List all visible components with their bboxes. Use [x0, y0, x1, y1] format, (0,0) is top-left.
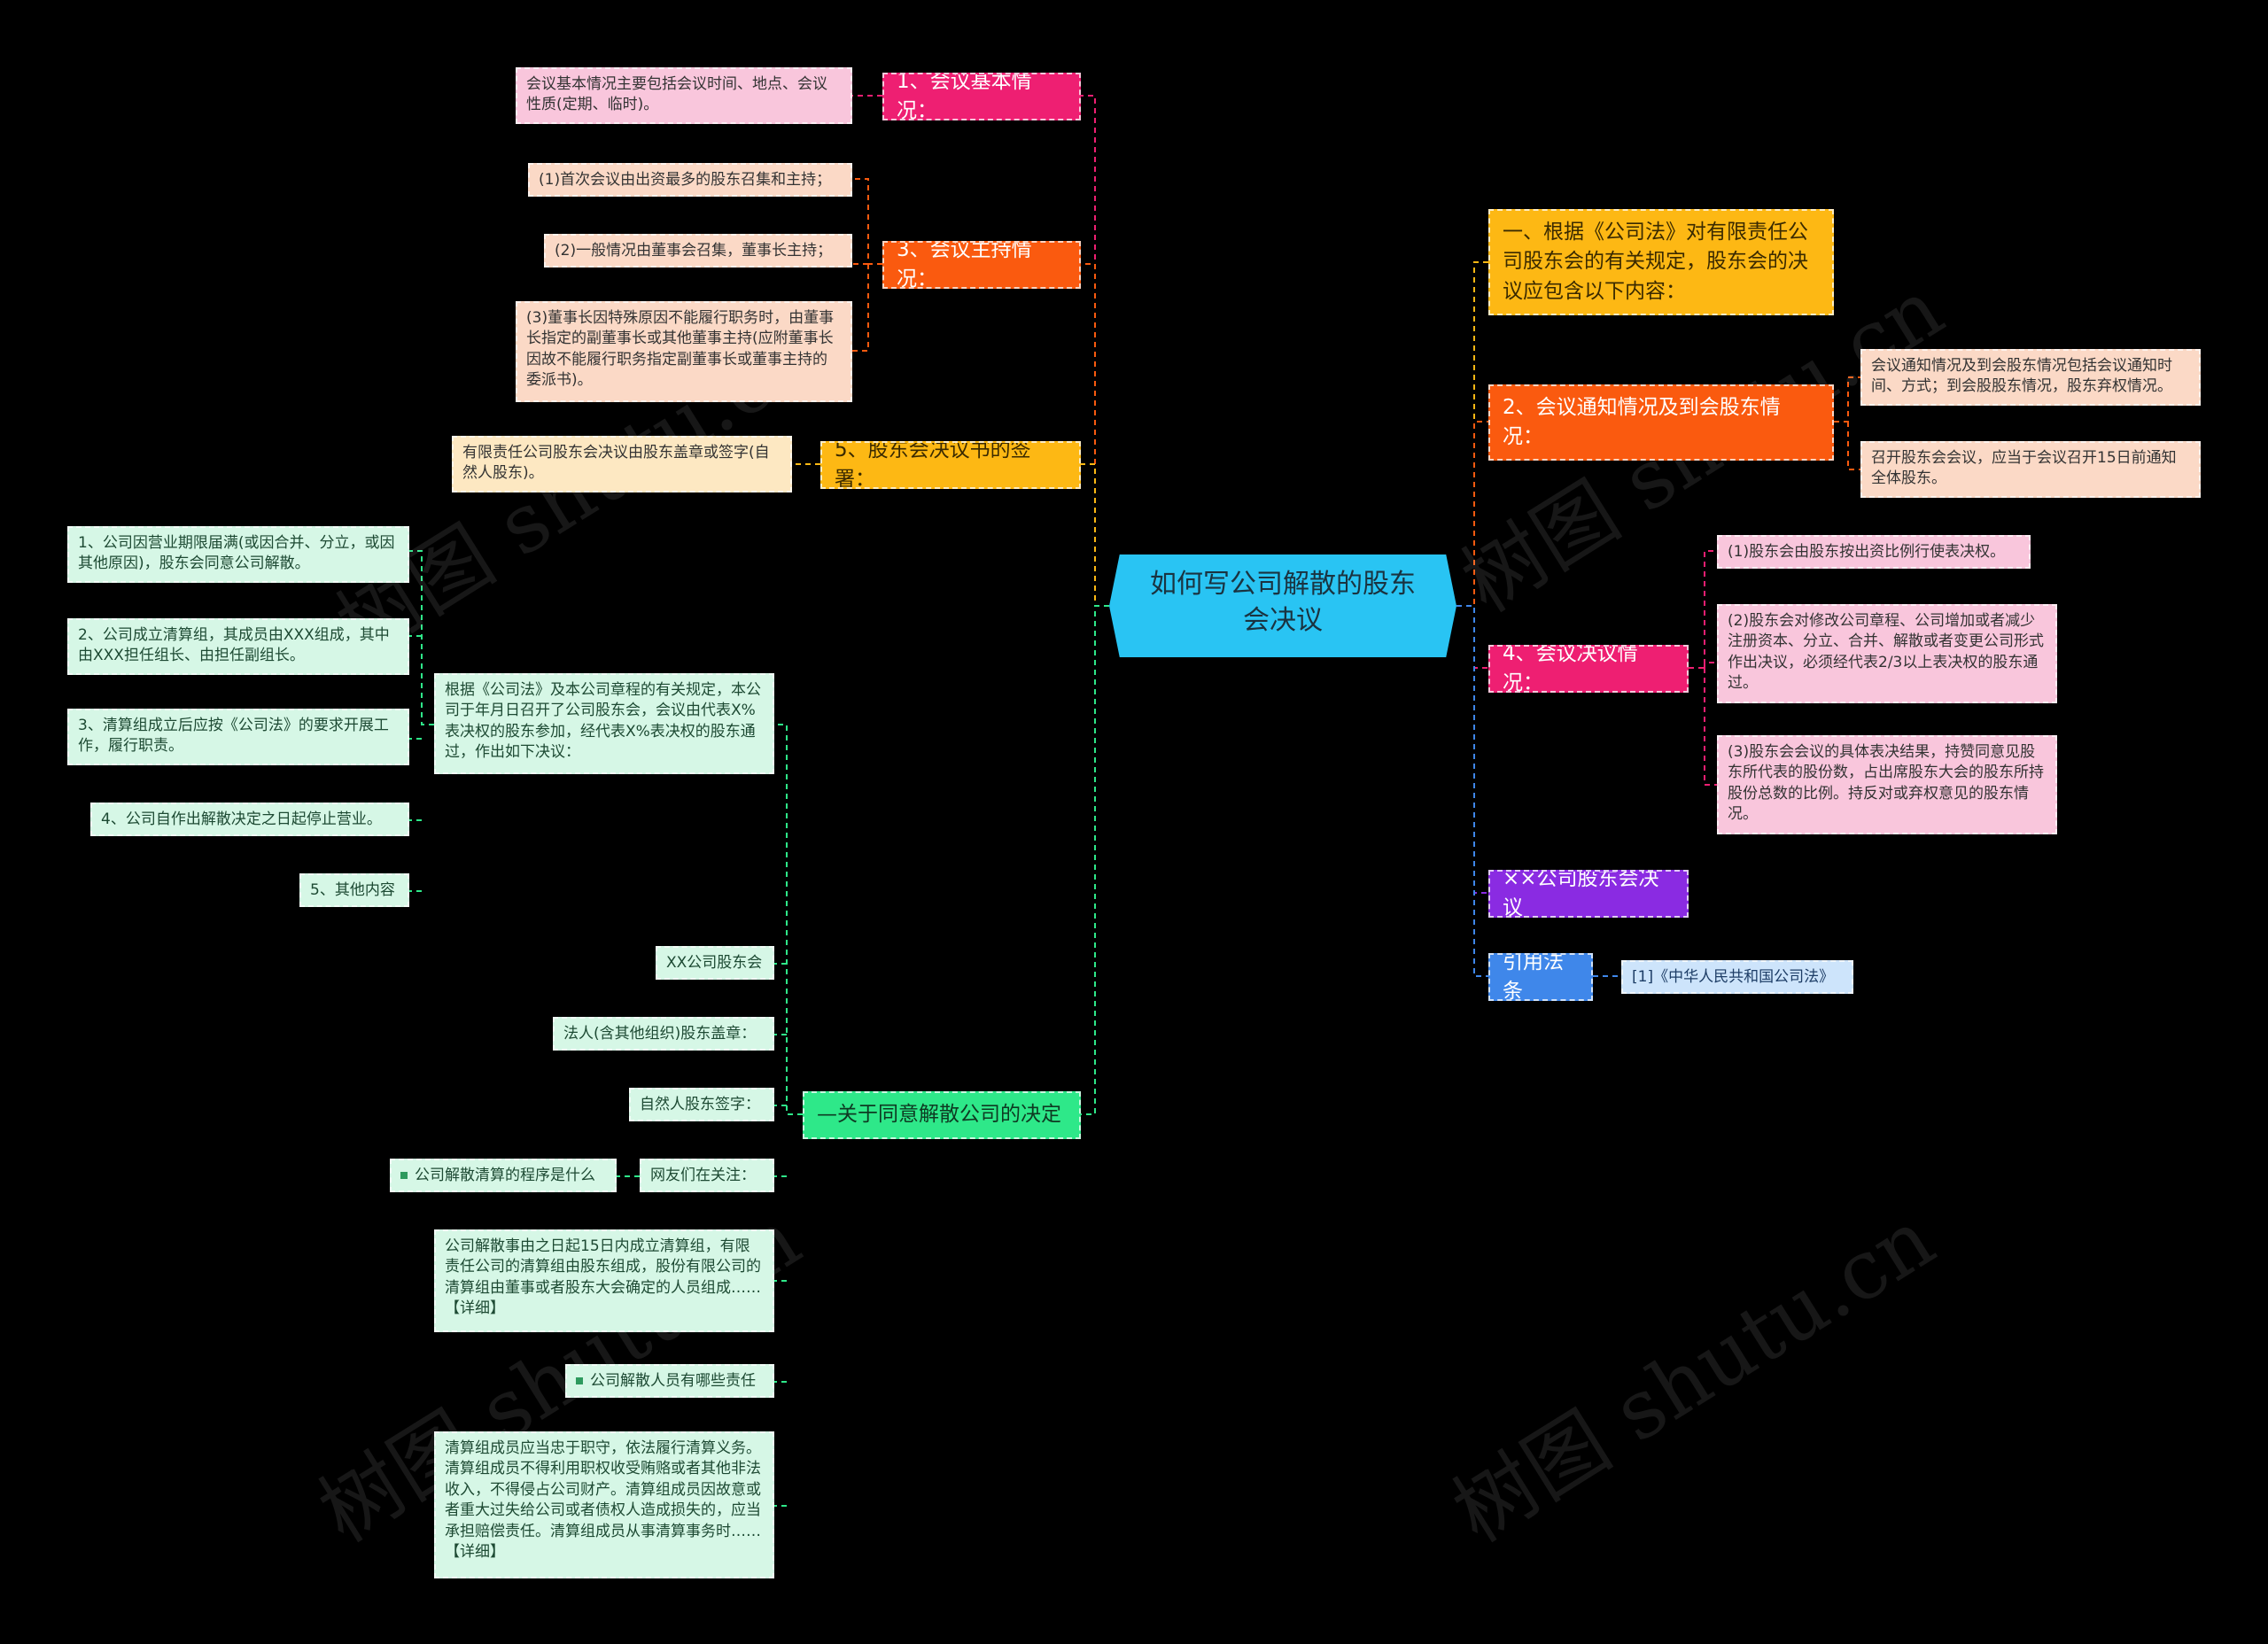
signature-natural-person[interactable]: 自然人股东签字： [629, 1088, 774, 1121]
leaf-notice-1[interactable]: 会议通知情况及到会股东情况包括会议通知时间、方式；到会股股东情况，股东弃权情况。 [1860, 349, 2201, 406]
signature-company[interactable]: XX公司股东会 [656, 946, 774, 980]
related-link-dissolution-responsibility[interactable]: 公司解散人员有哪些责任 [565, 1364, 774, 1398]
leaf-basic-info[interactable]: 会议基本情况主要包括会议时间、地点、会议性质(定期、临时)。 [516, 67, 852, 124]
leaf-host-1[interactable]: (1)首次会议由出资最多的股东召集和主持； [528, 163, 852, 197]
decision-intro[interactable]: 根据《公司法》及本公司章程的有关规定，本公司于年月日召开了公司股东会，会议由代表… [434, 673, 774, 774]
topic-intro[interactable]: 一、根据《公司法》对有限责任公司股东会的有关规定，股东会的决议应包含以下内容： [1488, 209, 1834, 315]
related-link-label: 公司解散人员有哪些责任 [590, 1372, 756, 1390]
leaf-host-3[interactable]: (3)董事长因特殊原因不能履行职务时，由董事长指定的副董事长或其他董事主持(应附… [516, 301, 852, 402]
decision-item-1[interactable]: 1、公司因营业期限届满(或因合并、分立，或因其他原因)，股东会同意公司解散。 [67, 526, 409, 583]
leaf-resolution-2[interactable]: (2)股东会对修改公司章程、公司增加或者减少注册资本、分立、合并、解散或者变更公… [1717, 604, 2057, 703]
decision-item-5[interactable]: 5、其他内容 [299, 873, 409, 907]
decision-item-3[interactable]: 3、清算组成立后应按《公司法》的要求开展工作，履行职责。 [67, 709, 409, 765]
central-topic[interactable]: 如何写公司解散的股东会决议 [1109, 554, 1456, 657]
decision-item-4[interactable]: 4、公司自作出解散决定之日起停止营业。 [90, 803, 409, 836]
decision-item-2[interactable]: 2、公司成立清算组，其成员由XXX组成，其中由XXX担任组长、由担任副组长。 [67, 618, 409, 675]
topic-company-resolution[interactable]: ××公司股东会决议 [1488, 870, 1689, 918]
leaf-notice-2[interactable]: 召开股东会会议，应当于会议召开15日前通知全体股东。 [1860, 441, 2201, 498]
topic-resolution[interactable]: 4、会议决议情况： [1488, 645, 1689, 693]
related-link-liquidation-procedure[interactable]: 公司解散清算的程序是什么 [390, 1159, 617, 1192]
related-text-liquidation-procedure[interactable]: 公司解散事由之日起15日内成立清算组，有限责任公司的清算组由股东组成，股份有限公… [434, 1229, 774, 1332]
related-text-dissolution-responsibility[interactable]: 清算组成员应当忠于职守，依法履行清算义务。清算组成员不得利用职权收受贿赂或者其他… [434, 1431, 774, 1578]
bullet-icon [400, 1172, 408, 1179]
leaf-resolution-3[interactable]: (3)股东会会议的具体表决结果，持赞同意见股东所代表的股份数，占出席股东大会的股… [1717, 735, 2057, 834]
topic-signing[interactable]: 5、股东会决议书的签署： [820, 441, 1081, 489]
leaf-signing[interactable]: 有限责任公司股东会决议由股东盖章或签字(自然人股东)。 [452, 436, 792, 492]
topic-cited-law[interactable]: 引用法条 [1488, 953, 1593, 1001]
topic-host[interactable]: 3、会议主持情况： [882, 241, 1081, 289]
topic-dissolution-decision[interactable]: —关于同意解散公司的决定 [803, 1091, 1081, 1139]
bullet-icon [576, 1377, 583, 1384]
leaf-cited-law[interactable]: [1]《中华人民共和国公司法》 [1621, 960, 1853, 994]
topic-notice[interactable]: 2、会议通知情况及到会股东情况： [1488, 384, 1834, 461]
topic-basic-info[interactable]: 1、会议基本情况： [882, 73, 1081, 120]
related-link-label: 公司解散清算的程序是什么 [415, 1167, 595, 1184]
leaf-resolution-1[interactable]: (1)股东会由股东按出资比例行使表决权。 [1717, 535, 2031, 569]
signature-legal-person[interactable]: 法人(含其他组织)股东盖章： [553, 1017, 774, 1051]
attention-label[interactable]: 网友们在关注： [640, 1159, 774, 1192]
leaf-host-2[interactable]: (2)一般情况由董事会召集，董事长主持； [544, 234, 852, 268]
